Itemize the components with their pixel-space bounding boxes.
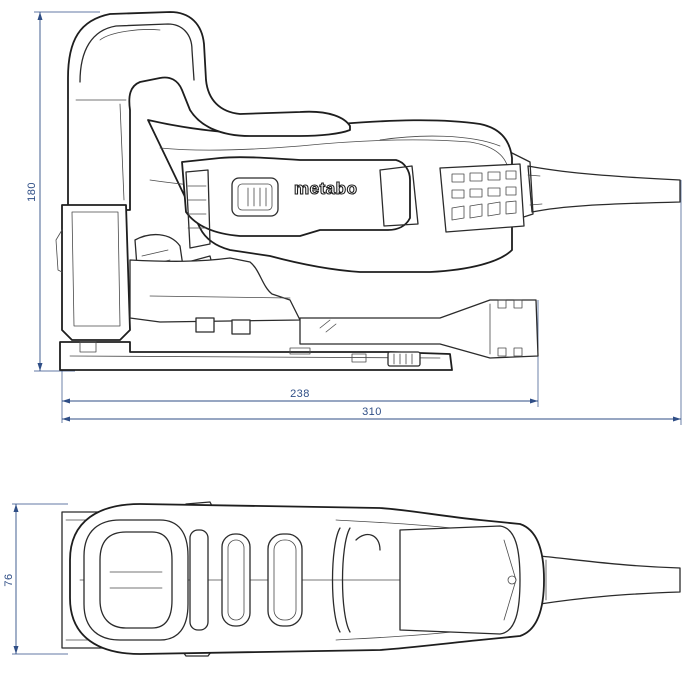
nozzle-end-top <box>355 525 521 635</box>
dimension-total-length: 310 <box>62 180 682 425</box>
grip-handle <box>67 11 351 211</box>
dimension-width-top: 76 <box>3 503 68 655</box>
metabo-logo: metabo <box>294 179 357 198</box>
dimension-label-76: 76 <box>3 573 15 586</box>
dimension-label-238: 238 <box>290 388 310 400</box>
ventilation-slots-side <box>439 163 525 233</box>
bevel-lever <box>387 351 421 367</box>
dimension-height-side: 180 <box>26 11 100 372</box>
blade-housing <box>55 204 131 341</box>
dimension-label-180: 180 <box>26 182 38 202</box>
logo-panel: metabo <box>181 156 419 249</box>
jigsaw-top-view <box>61 501 681 657</box>
base-plate <box>59 341 453 371</box>
jigsaw-side-view: metabo <box>55 11 681 371</box>
handle-top <box>83 519 189 641</box>
dust-extraction-port <box>299 299 539 359</box>
variable-speed-switch <box>231 177 279 217</box>
dimension-base-length: 238 <box>61 300 539 423</box>
grip-slots-top <box>189 529 303 631</box>
dimension-label-310: 310 <box>362 406 382 418</box>
lower-chassis <box>129 257 301 335</box>
power-cord-top <box>539 555 681 605</box>
power-cord-side <box>505 149 681 223</box>
